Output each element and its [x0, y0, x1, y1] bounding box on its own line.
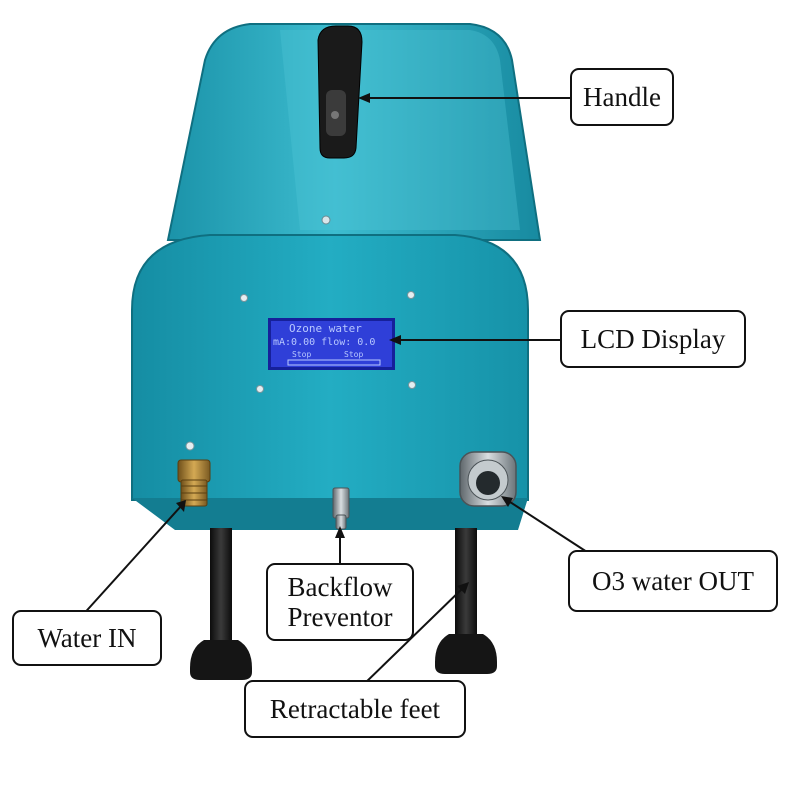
backflow-valve-body: [332, 487, 350, 519]
pointer-water-in: [79, 504, 183, 619]
top-screw: [321, 215, 331, 225]
pointer-lines: [79, 97, 588, 687]
lcd-line-1: Ozone water: [289, 322, 362, 335]
callout-backflow-line-1: Backflow: [287, 571, 393, 602]
callout-o3-water-out-text: O3 water OUT: [592, 565, 754, 596]
callout-retractable-feet: Retractable feet: [244, 680, 466, 738]
lcd-panel: [271, 321, 392, 367]
callout-handle-text: Handle: [583, 81, 661, 112]
right-foot: [435, 634, 497, 674]
callout-backflow-preventor: Backflow Preventor: [266, 563, 414, 641]
housing-bottom-edge: [132, 498, 528, 530]
lcd-status-left: Stop: [292, 350, 311, 359]
pointer-o3-out: [506, 499, 588, 553]
pointer-retractable-feet: [361, 585, 466, 687]
left-leg: [210, 528, 232, 640]
water-in-fitting-nut: [177, 459, 211, 483]
callout-handle: Handle: [570, 68, 674, 126]
water-in-screw: [185, 441, 195, 451]
right-leg: [455, 528, 477, 636]
callout-o3-water-out: O3 water OUT: [568, 550, 778, 612]
front-screw-tl: [240, 294, 248, 302]
lcd-status-right: Stop: [344, 350, 363, 359]
callout-water-in: Water IN: [12, 610, 162, 666]
front-screw-br: [408, 381, 416, 389]
housing-highlight: [280, 30, 520, 230]
callout-backflow-line-2: Preventor: [287, 602, 393, 632]
handle-rivet: [331, 111, 339, 119]
front-screw-tr: [407, 291, 415, 299]
callout-water-in-text: Water IN: [37, 622, 137, 653]
pointer-arrowheads: [176, 93, 513, 594]
front-screw-bl: [256, 385, 264, 393]
lcd-line-2: mA:0.00 flow: 0.0: [273, 337, 375, 348]
o3-out-fitting-hole: [476, 471, 500, 495]
callout-lcd-display: LCD Display: [560, 310, 746, 368]
callout-lcd-display-text: LCD Display: [580, 323, 726, 354]
backflow-valve-tip: [335, 514, 347, 530]
callout-retractable-feet-text: Retractable feet: [269, 693, 441, 724]
left-foot: [190, 640, 252, 680]
lcd-progress-bar: [287, 359, 381, 366]
